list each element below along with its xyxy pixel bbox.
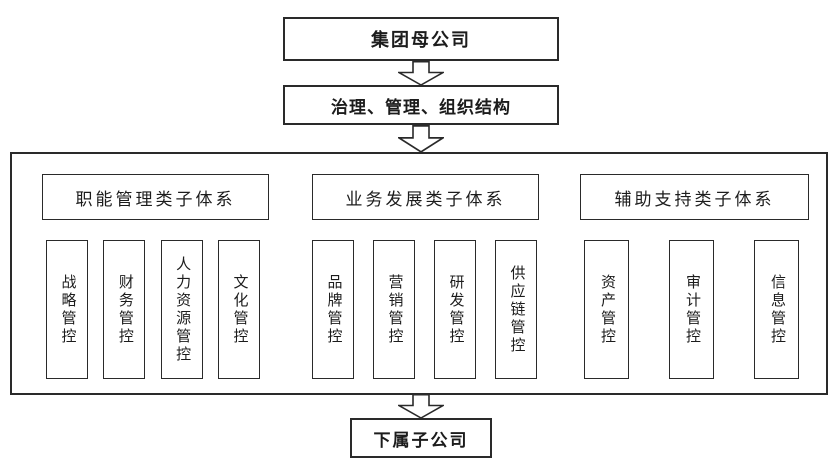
node-information-control: 信息管控	[754, 240, 799, 379]
header-business-development: 业务发展类子体系	[312, 174, 539, 220]
node-marketing-control: 营销管控	[373, 240, 415, 379]
node-information-control-label: 信息管控	[769, 273, 785, 346]
node-strategy-control: 战略管控	[46, 240, 88, 379]
group-functional-management-items: 战略管控 财务管控 人力资源管控 文化管控	[46, 240, 260, 379]
node-group-parent-company: 集团母公司	[283, 17, 559, 61]
header-business-development-label: 业务发展类子体系	[345, 189, 506, 209]
node-subsidiary-company-label: 下属子公司	[373, 430, 469, 450]
node-finance-control: 财务管控	[103, 240, 146, 379]
down-arrow-2	[398, 125, 444, 153]
down-arrow-1	[398, 61, 444, 86]
node-hr-control: 人力资源管控	[160, 240, 203, 379]
node-marketing-control-label: 营销管控	[386, 273, 403, 346]
node-group-parent-company-label: 集团母公司	[371, 30, 471, 50]
header-auxiliary-support-label: 辅助支持类子体系	[614, 189, 775, 209]
node-finance-control-label: 财务管控	[116, 273, 133, 346]
node-asset-control: 资产管控	[584, 240, 629, 379]
node-governance-structure: 治理、管理、组织结构	[283, 85, 559, 125]
node-subsidiary-company: 下属子公司	[350, 418, 492, 458]
node-culture-control-label: 文化管控	[231, 273, 248, 346]
node-governance-structure-label: 治理、管理、组织结构	[331, 97, 511, 117]
subsystems-container: 职能管理类子体系 战略管控 财务管控 人力资源管控 文化管控 业务发展类子体系 …	[10, 152, 828, 395]
node-supply-chain-control-label: 供应链管控	[508, 264, 525, 355]
node-rd-control: 研发管控	[434, 240, 476, 379]
node-audit-control-label: 审计管控	[684, 273, 700, 346]
node-supply-chain-control: 供应链管控	[495, 240, 537, 379]
node-rd-control-label: 研发管控	[447, 273, 464, 346]
header-functional-management-label: 职能管理类子体系	[75, 189, 236, 209]
node-brand-control-label: 品牌管控	[325, 273, 342, 346]
node-culture-control: 文化管控	[217, 240, 260, 379]
group-business-development-items: 品牌管控 营销管控 研发管控 供应链管控	[312, 240, 537, 379]
group-auxiliary-support-items: 资产管控 审计管控 信息管控	[584, 240, 799, 379]
down-arrow-3	[398, 394, 444, 419]
node-audit-control: 审计管控	[669, 240, 714, 379]
node-brand-control: 品牌管控	[312, 240, 354, 379]
node-hr-control-label: 人力资源管控	[174, 255, 191, 364]
header-auxiliary-support: 辅助支持类子体系	[580, 174, 809, 220]
header-functional-management: 职能管理类子体系	[42, 174, 269, 220]
node-asset-control-label: 资产管控	[599, 273, 615, 346]
node-strategy-control-label: 战略管控	[59, 273, 76, 346]
